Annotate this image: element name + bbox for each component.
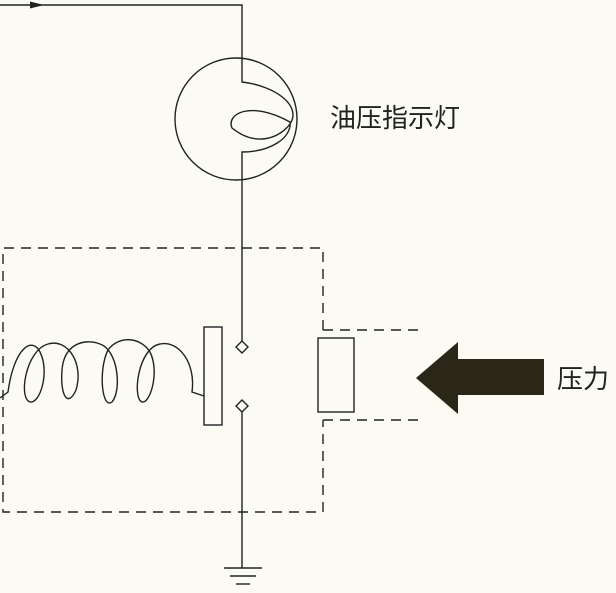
incoming-wire <box>0 4 243 58</box>
indicator-lamp-filament <box>230 58 294 180</box>
diaphragm-plate <box>203 326 223 426</box>
pressure-piston <box>317 337 355 413</box>
incoming-wire-arrowhead <box>30 1 44 9</box>
indicator-lamp-bulb <box>174 57 298 181</box>
upper-contact <box>235 340 249 354</box>
pressure-arrow <box>416 342 544 414</box>
pressure-label: 压力 <box>557 365 609 395</box>
lamp-label: 油压指示灯 <box>330 104 460 134</box>
ground-symbol <box>224 567 262 585</box>
spring <box>0 339 205 404</box>
lower-contact <box>235 399 249 413</box>
switch-housing <box>2 247 324 513</box>
